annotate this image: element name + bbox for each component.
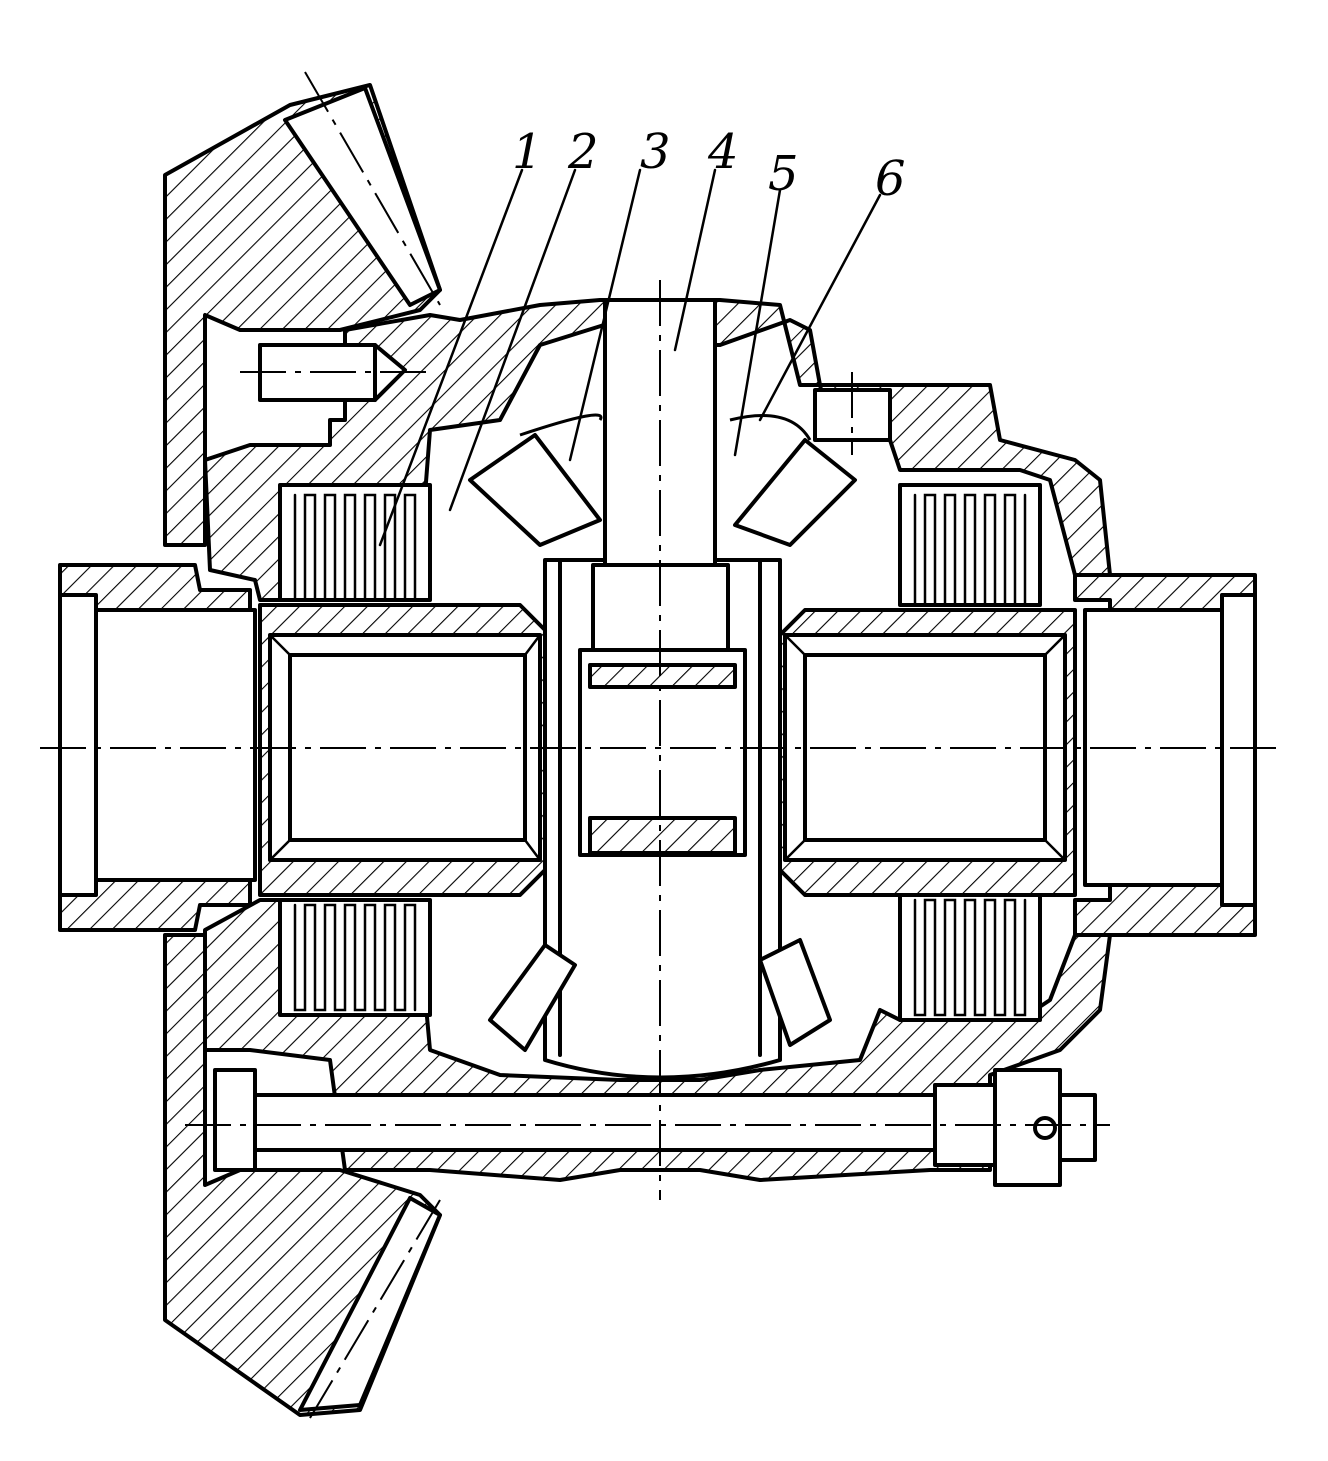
bolts	[213, 343, 1097, 1187]
callout-6: 6	[875, 151, 906, 207]
center-lines	[40, 280, 1280, 1200]
planet-gears	[468, 413, 857, 1052]
callout-5: 5	[768, 146, 799, 202]
axle-flanges	[58, 563, 1257, 937]
crown-wheel	[163, 71, 442, 1419]
side-gear-right	[778, 608, 1077, 897]
cross-shaft	[543, 298, 782, 1080]
callout-1: 1	[512, 124, 543, 180]
clutch-pack-right-lower	[898, 893, 1042, 1022]
clutch-pack-left-upper	[278, 483, 432, 602]
leader-lines	[378, 168, 882, 547]
side-gear-left	[258, 603, 547, 897]
clutch-pack-right-upper	[898, 483, 1042, 607]
callout-labels: 1 2 3 4 5 6	[512, 124, 906, 207]
clutch-pack-left-lower	[278, 898, 432, 1017]
callout-3: 3	[640, 124, 671, 180]
callout-4: 4	[707, 124, 739, 180]
callout-2: 2	[567, 124, 599, 180]
